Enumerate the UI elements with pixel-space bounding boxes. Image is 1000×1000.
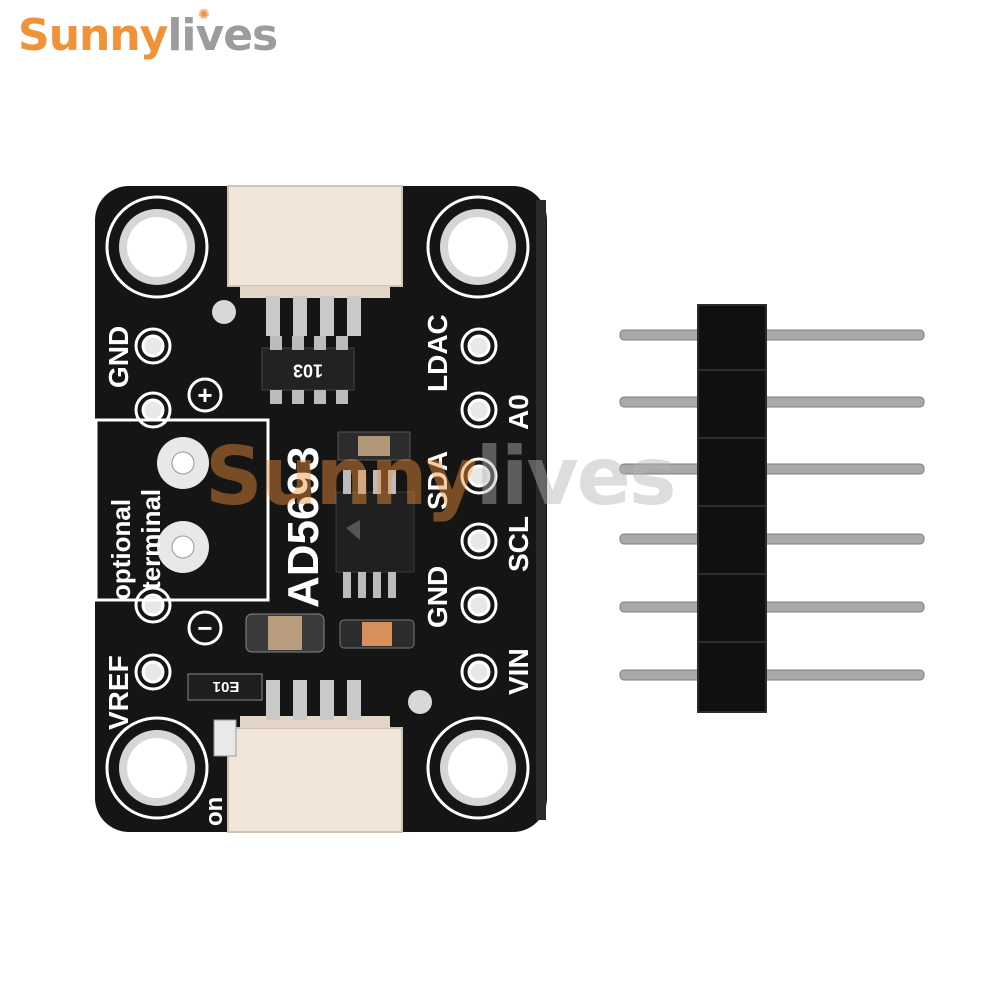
mounting-hole-bottom-right bbox=[426, 716, 530, 820]
header-pins bbox=[619, 329, 925, 681]
minus-icon bbox=[187, 610, 223, 646]
resistor-code: 103 bbox=[293, 360, 323, 380]
power-led bbox=[213, 719, 237, 757]
minus-symbol: − bbox=[197, 613, 212, 643]
a0-label: A0 bbox=[503, 394, 534, 430]
vin-label: VIN bbox=[503, 648, 534, 695]
sda-label: SDA bbox=[422, 451, 453, 510]
mounting-hole-top-left bbox=[105, 195, 209, 299]
pcb-body bbox=[95, 186, 547, 832]
capacitor-top bbox=[337, 431, 411, 461]
dac-chip bbox=[335, 470, 415, 598]
terminal-pads bbox=[94, 418, 270, 602]
right-pads bbox=[460, 327, 498, 691]
connector-bottom bbox=[227, 680, 403, 833]
gnd-right-label: GND bbox=[422, 566, 453, 628]
fiducial-bottom bbox=[408, 690, 432, 714]
brand-logo: Sunnylives ✺ bbox=[18, 8, 278, 58]
optional-label: optional bbox=[106, 499, 136, 600]
header-housing bbox=[697, 304, 767, 713]
vref-label: VREF bbox=[103, 655, 134, 730]
breakout-board: 103 E01 bbox=[94, 185, 547, 833]
small-resistor-code: E01 bbox=[213, 678, 240, 695]
brand-logo-part2: lives bbox=[167, 10, 278, 61]
resistor-network: 103 bbox=[261, 336, 355, 404]
on-label: on bbox=[201, 797, 228, 826]
gnd-left-label: GND bbox=[103, 326, 134, 388]
terminal-label: terminal bbox=[136, 489, 166, 590]
capacitor-small bbox=[339, 619, 415, 649]
fiducial-top bbox=[212, 300, 236, 324]
sun-icon: ✺ bbox=[198, 7, 210, 23]
plus-symbol: + bbox=[197, 380, 212, 410]
small-resistor: E01 bbox=[187, 673, 263, 701]
chip-label: AD5693 bbox=[279, 447, 328, 608]
brand-logo-part1: Sunny bbox=[18, 10, 168, 61]
ldac-label: LDAC bbox=[422, 314, 453, 392]
pin-header bbox=[619, 304, 925, 713]
scl-label: SCL bbox=[503, 516, 534, 572]
connector-top bbox=[227, 185, 403, 336]
mounting-hole-bottom-left bbox=[105, 716, 209, 820]
plus-icon bbox=[187, 377, 223, 413]
capacitor-large bbox=[245, 613, 325, 653]
mounting-hole-top-right bbox=[426, 195, 530, 299]
